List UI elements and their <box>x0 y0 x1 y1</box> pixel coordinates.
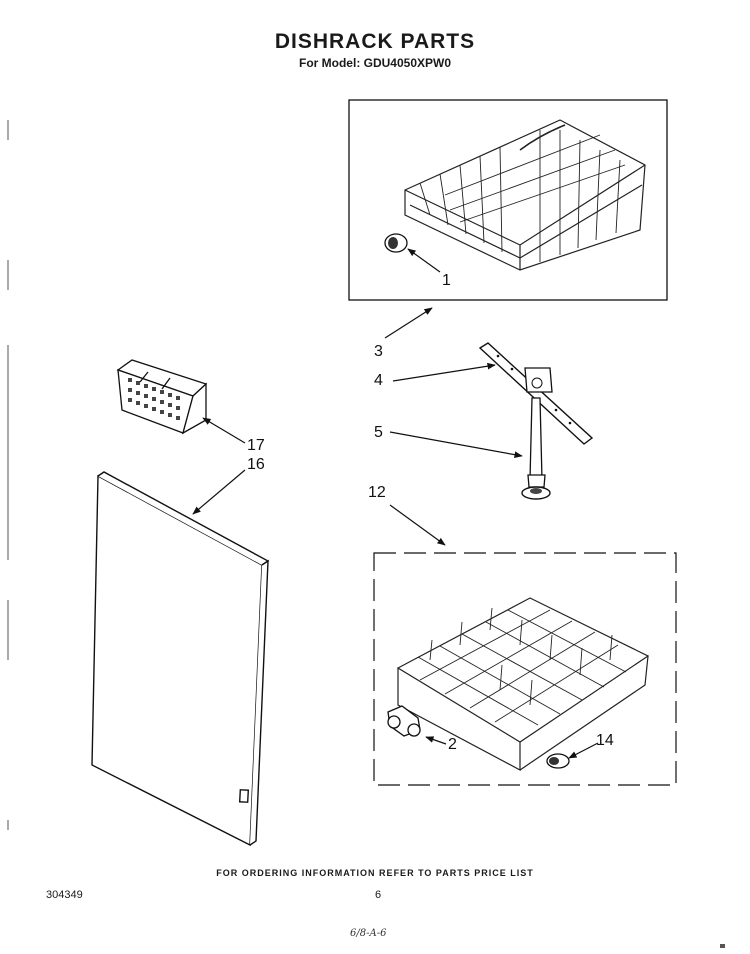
upper-rack-illustration <box>404 119 646 271</box>
callout-14: 14 <box>596 732 614 749</box>
callout-17: 17 <box>247 437 265 454</box>
handwritten-note: 6/8-A-6 <box>350 928 387 939</box>
model-subtitle: For Model: GDU4050XPW0 <box>298 56 452 70</box>
leader-1 <box>407 248 441 273</box>
lower-rack-illustration <box>396 597 650 771</box>
lower-rack-box <box>373 552 677 786</box>
leader-17 <box>202 417 246 444</box>
document-code: 304349 <box>46 889 83 901</box>
leader-14 <box>568 742 599 759</box>
rack-wheel-part-1 <box>384 233 408 253</box>
corner-mark <box>720 944 725 948</box>
leader-3 <box>384 307 433 339</box>
callout-5: 5 <box>374 424 383 441</box>
callout-16: 16 <box>247 456 265 473</box>
leader-2 <box>425 736 447 745</box>
spray-arm-part-4 <box>478 342 594 445</box>
leader-16 <box>192 469 246 515</box>
leader-12 <box>389 504 446 546</box>
upper-rack-box <box>348 99 668 301</box>
page-title: DISHRACK PARTS <box>274 30 476 53</box>
silverware-basket-part-17 <box>116 359 208 435</box>
leader-4 <box>392 362 496 382</box>
callout-2: 2 <box>448 736 457 753</box>
page-number: 6 <box>375 889 382 901</box>
callout-1: 1 <box>442 272 451 289</box>
panel-part-16 <box>91 471 270 847</box>
leader-5 <box>389 431 523 458</box>
callout-4: 4 <box>374 372 383 389</box>
ordering-note: FOR ORDERING INFORMATION REFER TO PARTS … <box>216 868 534 878</box>
callout-12: 12 <box>368 484 386 501</box>
rack-stop-part-14 <box>546 753 570 769</box>
callout-3: 3 <box>374 343 383 360</box>
feed-tube-part-5 <box>521 397 551 500</box>
rack-roller-part-2 <box>387 705 421 737</box>
